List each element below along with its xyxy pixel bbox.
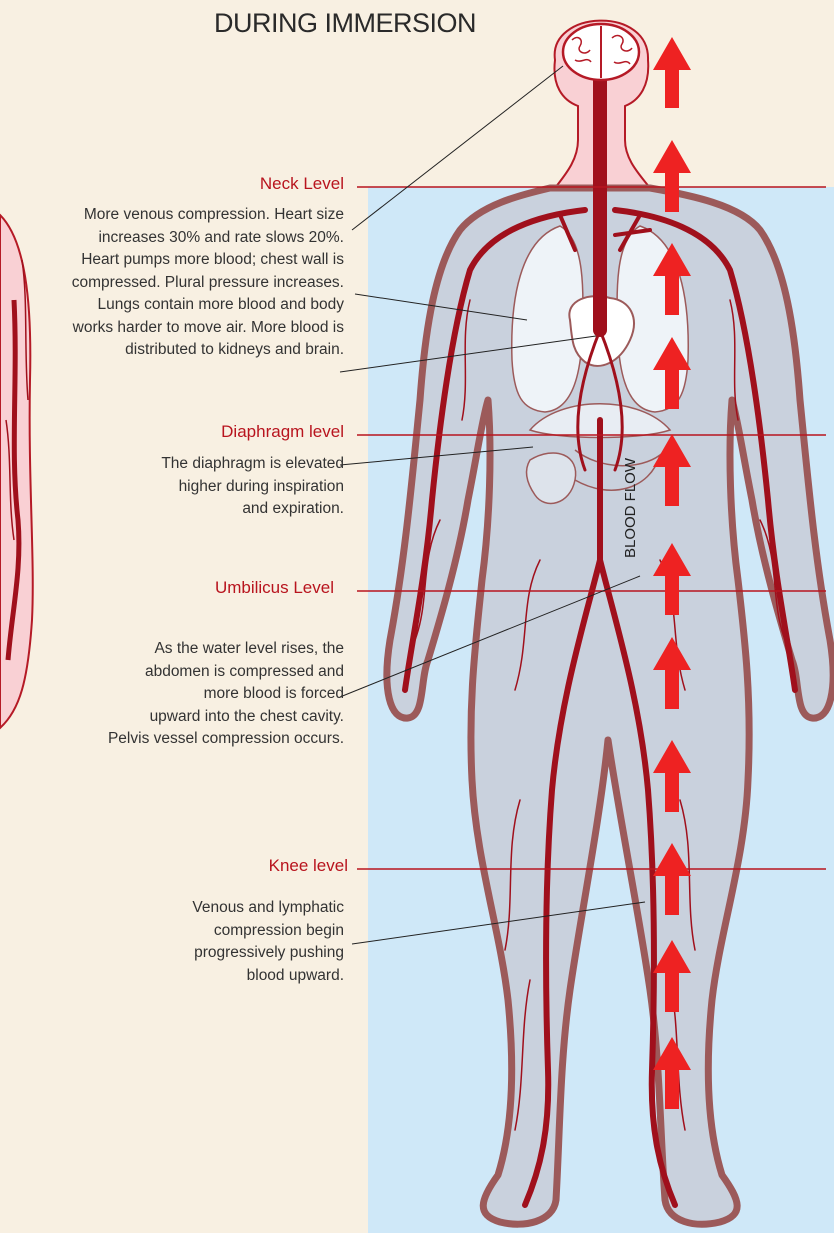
- description-line: compressed. Plural pressure increases.: [72, 272, 344, 295]
- description-line: As the water level rises, the: [108, 638, 344, 661]
- description-line: distributed to kidneys and brain.: [72, 339, 344, 362]
- description-line: progressively pushing: [192, 942, 344, 965]
- brain: [563, 24, 639, 80]
- umbilicus-level-description: As the water level rises, the abdomen is…: [108, 638, 344, 751]
- neck-level-label: Neck Level: [260, 174, 344, 194]
- description-line: Venous and lymphatic: [192, 897, 344, 920]
- knee-level-label: Knee level: [269, 856, 348, 876]
- description-line: compression begin: [192, 920, 344, 943]
- neck-level-description: More venous compression. Heart size incr…: [72, 204, 344, 362]
- description-line: More venous compression. Heart size: [72, 204, 344, 227]
- flow-arrow: [653, 37, 691, 108]
- description-line: abdomen is compressed and: [108, 661, 344, 684]
- description-line: more blood is forced: [108, 683, 344, 706]
- diagram-title: DURING IMMERSION: [200, 8, 490, 39]
- diaphragm-level-label: Diaphragm level: [221, 422, 344, 442]
- blood-flow-label: BLOOD FLOW: [622, 458, 639, 558]
- description-line: blood upward.: [192, 965, 344, 988]
- description-line: Pelvis vessel compression occurs.: [108, 728, 344, 751]
- description-line: works harder to move air. More blood is: [72, 317, 344, 340]
- knee-level-description: Venous and lymphatic compression begin p…: [192, 897, 344, 987]
- left-figure-partial: [0, 215, 33, 728]
- umbilicus-level-label: Umbilicus Level: [215, 578, 334, 598]
- description-line: The diaphragm is elevated: [161, 453, 344, 476]
- description-line: upward into the chest cavity.: [108, 706, 344, 729]
- description-line: Lungs contain more blood and body: [72, 294, 344, 317]
- description-line: higher during inspiration: [161, 476, 344, 499]
- diaphragm-level-description: The diaphragm is elevated higher during …: [161, 453, 344, 521]
- description-line: Heart pumps more blood; chest wall is: [72, 249, 344, 272]
- description-line: increases 30% and rate slows 20%.: [72, 227, 344, 250]
- description-line: and expiration.: [161, 498, 344, 521]
